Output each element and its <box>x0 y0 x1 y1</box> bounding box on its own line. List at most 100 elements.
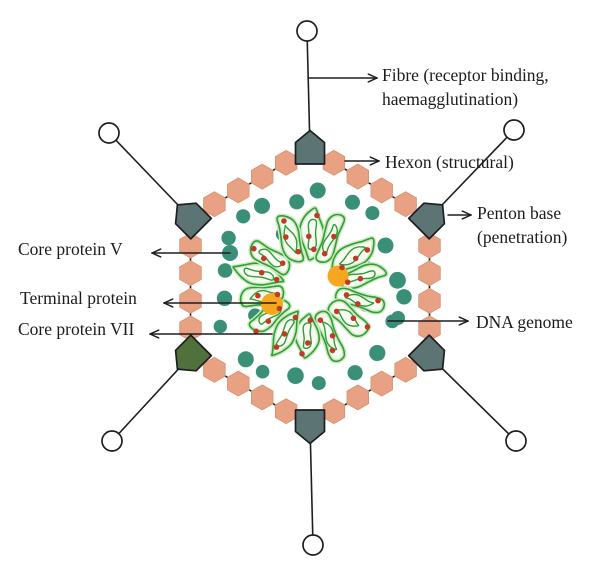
terminal-protein-arrow-head <box>163 302 174 308</box>
core-protein-v-circle <box>369 344 386 362</box>
hexon-capsomere-shape <box>203 191 226 218</box>
core-protein-vii-dot <box>311 246 317 253</box>
fibre-label: Fibre (receptor binding, haemagglutinati… <box>382 63 549 111</box>
fibre-knob-circle <box>505 430 527 452</box>
penton-base-arrow-head <box>461 210 472 216</box>
penton-base-shape <box>407 202 446 240</box>
core-protein-vii-dot <box>255 292 261 299</box>
hexon-arrow-head <box>369 160 380 166</box>
core-protein-vii-dot <box>251 245 257 252</box>
penton-base-shape <box>174 334 213 372</box>
core-protein-vii-dot <box>307 317 314 324</box>
hexon-capsomere-shape <box>251 163 274 190</box>
core-protein-vii-dot <box>352 255 359 262</box>
hexon-capsomere-shape <box>179 232 202 259</box>
core-protein-v-circle <box>216 290 233 306</box>
hexon-capsomere-shape <box>370 177 393 204</box>
core-protein-v-circle <box>289 194 305 210</box>
hexon-label: Hexon (structural) <box>385 152 514 172</box>
core-protein-vii-dot <box>265 318 272 325</box>
core-protein-vii-dot <box>276 305 283 312</box>
hexon-capsomere-shape <box>322 398 346 425</box>
hexon-capsomere-shape <box>227 370 250 397</box>
core-protein-v-circle <box>217 263 233 278</box>
dna-loop <box>315 213 346 264</box>
hexon-capsomere-shape <box>346 163 369 190</box>
dna-loop-inner <box>258 248 283 268</box>
penton-base-label-line2: (penetration) <box>477 227 568 247</box>
fibre-shaft-line <box>309 424 314 546</box>
core-protein-vii-dot <box>343 292 350 298</box>
hexon-capsomere-shape <box>346 384 369 411</box>
core-protein-vii-dot <box>350 315 357 322</box>
hexon-arrow-head <box>369 156 380 162</box>
dna-loop-inner <box>302 322 312 350</box>
dna-genome-arrow-head <box>458 316 469 322</box>
core-protein-vii-dot <box>331 233 337 240</box>
core-protein-v-label: Core protein V <box>18 239 123 259</box>
core-protein-vii-dot <box>333 308 340 315</box>
penton-base-label: Penton base (penetration) <box>477 201 567 249</box>
core-protein-vii-dot <box>273 344 280 350</box>
penton-base-shape <box>294 129 326 165</box>
core-protein-v-circle <box>345 194 360 210</box>
core-protein-vii-dot <box>253 328 259 335</box>
dna-loop <box>270 310 300 357</box>
core-protein-vii-dot <box>281 331 288 337</box>
penton-base-shape <box>407 334 446 372</box>
core-protein-vii-dot <box>261 255 267 262</box>
core-protein-v-circle <box>347 365 363 381</box>
hexon-capsomere-shape <box>394 191 417 218</box>
dna-loop <box>331 237 375 274</box>
core-protein-v-circle <box>391 311 405 325</box>
fibre-arrow-head <box>367 73 378 79</box>
core-protein-v-circle <box>365 206 380 221</box>
hexon-capsomere-shape <box>274 149 298 176</box>
fibre-label-line2: haemagglutination) <box>382 89 519 109</box>
fibre-label-line1: Fibre (receptor binding, <box>382 65 549 85</box>
terminal-protein-arrow-head <box>163 298 174 304</box>
hexon-capsomere-shape <box>251 384 274 411</box>
terminal-protein-circle <box>327 265 349 287</box>
core-protein-vii-dot <box>292 314 299 321</box>
core-protein-vii-dot <box>299 351 305 357</box>
fibre-shaft-line <box>111 355 192 442</box>
fibre-arrow-head <box>367 77 378 83</box>
fibre-shaft-line <box>428 355 517 442</box>
core-protein-v-arrow-head <box>151 248 162 254</box>
core-protein-v-circle <box>396 289 412 305</box>
hexon-capsomere-shape <box>179 287 202 314</box>
core-protein-vii-dot <box>339 264 345 271</box>
core-protein-vii-dot <box>273 276 280 283</box>
hexon-capsomere-shape <box>274 398 298 425</box>
core-protein-v-circle <box>254 197 270 214</box>
fibre-knob-circle <box>302 534 324 556</box>
core-protein-vii-dot <box>306 233 312 240</box>
hexon-capsomere-shape <box>179 260 202 287</box>
core-protein-vii-arrow-head <box>149 333 160 339</box>
fibre-knob-circle <box>296 20 318 42</box>
core-protein-vii-dot <box>329 347 336 354</box>
fibre-knob-circle <box>98 122 120 144</box>
dna-loop-inner <box>344 293 375 307</box>
core-protein-v-circle <box>389 271 406 289</box>
core-protein-vii-dot <box>329 333 336 339</box>
core-protein-v-circle <box>311 376 326 391</box>
core-protein-vii-dot <box>364 324 371 330</box>
fibre-shaft-line <box>428 129 515 219</box>
core-protein-vii-dot <box>274 291 281 298</box>
dna-loop <box>276 215 305 263</box>
hexon-capsomere-shape <box>370 370 393 397</box>
core-protein-v-circle <box>221 230 236 246</box>
core-protein-v-circle <box>237 351 254 368</box>
fibre-shaft-line <box>306 30 311 150</box>
hexon-capsomere-shape <box>322 149 346 176</box>
core-protein-v-circle <box>287 367 304 385</box>
dna-loop-inner <box>321 223 339 254</box>
fibre-knob-circle <box>503 119 525 141</box>
penton-base-label-line1: Penton base <box>477 203 562 223</box>
dna-loop-inner <box>243 267 275 281</box>
core-protein-vii-dot <box>344 279 351 286</box>
